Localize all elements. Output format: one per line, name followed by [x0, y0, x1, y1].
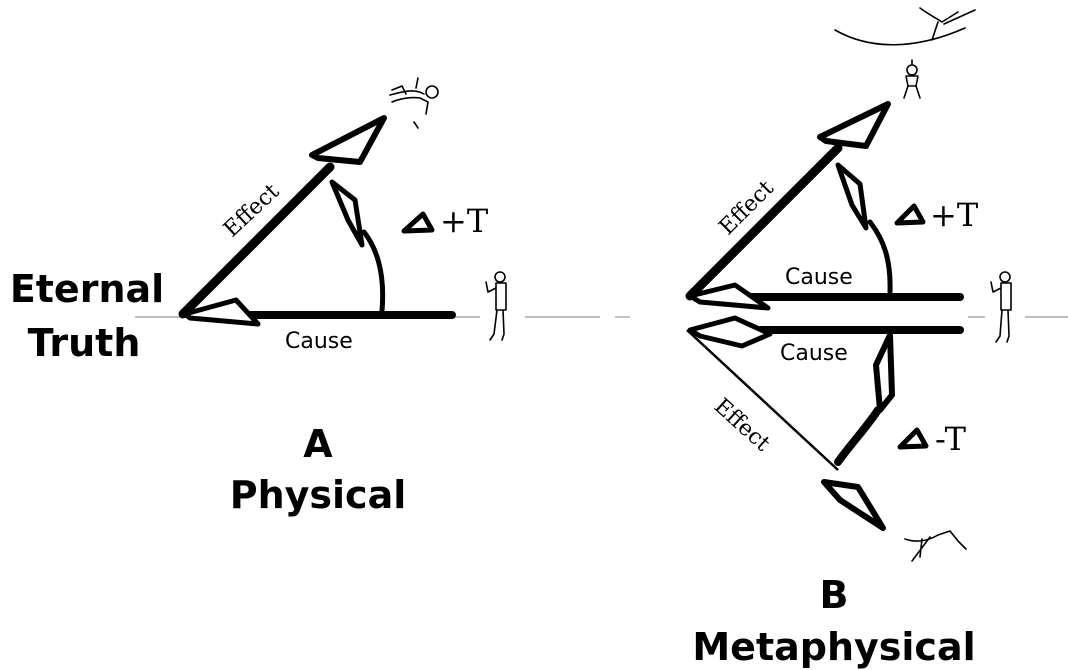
cause-arrowhead-b-lower [687, 315, 773, 349]
cause-label-a: Cause [285, 329, 353, 354]
delta-arc-arrowhead-a [329, 179, 365, 248]
person-figure-icon [485, 271, 507, 341]
diagram-a-name: Physical [230, 473, 407, 517]
cause-arrowhead-b-upper [687, 282, 771, 311]
diagram-b: Effect Effect Cause Cause +T -T B Metaph… [685, 7, 1012, 669]
effect-arrowhead-b-upper [817, 101, 891, 149]
delta-arc-arrowhead-b-minus [873, 332, 895, 413]
effect-arrow-b-upper [685, 143, 843, 301]
delta-arc-b-plus [867, 219, 893, 295]
delta-arc-b-minus [834, 406, 882, 466]
bird-figure-icon [904, 530, 967, 562]
delta-label-a: +T [440, 202, 489, 240]
effect-label-a: Effect [219, 179, 284, 242]
delta-icon [401, 211, 435, 234]
person-figure-icon [990, 271, 1012, 343]
delta-plus-label-b: +T [930, 196, 979, 234]
effect-arrowhead-b-lower [821, 479, 886, 531]
diagram-a-letter: A [303, 422, 333, 466]
diagram-b-letter: B [820, 573, 849, 617]
bird-figure-icon [834, 7, 976, 46]
cause-label-b-lower: Cause [780, 341, 848, 366]
delta-arc-a [361, 229, 386, 314]
truth-label: Truth [28, 321, 141, 365]
eternal-label: Eternal [10, 267, 164, 311]
effect-label-b-upper: Effect [715, 176, 779, 240]
effect-arrowhead-a [309, 115, 387, 165]
cause-arrowhead-a [182, 297, 261, 327]
falling-figure-icon [903, 59, 921, 99]
delta-icon [897, 427, 929, 450]
delta-minus-label-b: -T [935, 420, 967, 458]
delta-arc-arrowhead-b-plus [835, 162, 869, 231]
effect-arrow-b-lower [686, 329, 839, 471]
effect-arrow-a [178, 162, 335, 319]
falling-figure-icon [389, 77, 439, 129]
delta-icon [894, 203, 926, 226]
diagram-b-name: Metaphysical [692, 625, 975, 669]
cause-label-b-upper: Cause [785, 265, 853, 290]
diagram-a: Effect Cause +T A Physical [178, 77, 507, 517]
